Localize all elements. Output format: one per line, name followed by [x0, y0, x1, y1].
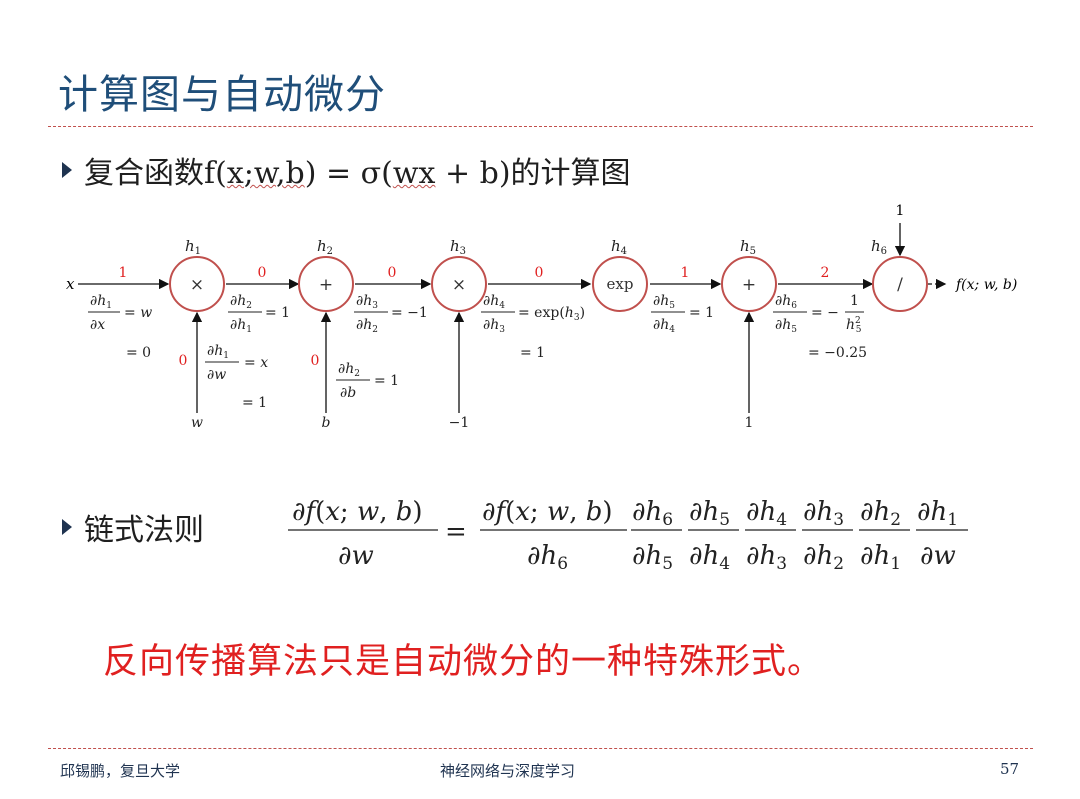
node-h6 — [872, 256, 928, 312]
bullet-triangle-icon — [62, 519, 72, 535]
svg-text:= −: = − — [811, 305, 839, 321]
node-h4 — [592, 256, 648, 312]
svg-text:∂w: ∂w — [338, 541, 374, 571]
svg-text:∂h2: ∂h2 — [860, 497, 901, 530]
svg-text:= exp(h3): = exp(h3) — [518, 305, 585, 323]
svg-text:∂h3: ∂h3 — [483, 317, 505, 335]
edge-value-1: 1 — [119, 265, 128, 281]
node-h3 — [431, 256, 487, 312]
svg-text:∂h4: ∂h4 — [653, 317, 675, 335]
svg-text:∂f(x; w, b): ∂f(x; w, b) — [292, 497, 423, 527]
svg-text:∂h5: ∂h5 — [775, 317, 797, 335]
svg-text:∂h5: ∂h5 — [653, 293, 675, 311]
value-dh6dh5: = −0.25 — [808, 345, 867, 361]
node-h6-op: / — [897, 275, 903, 295]
svg-text:∂h2: ∂h2 — [356, 317, 378, 335]
svg-text:h25: h25 — [846, 316, 862, 335]
svg-text:∂h4: ∂h4 — [746, 497, 787, 530]
svg-text:= 1: = 1 — [689, 305, 714, 321]
footer-divider — [48, 748, 1033, 749]
svg-text:= 1: = 1 — [265, 305, 290, 321]
side-value-w: 0 — [179, 353, 188, 369]
svg-text:= w: = w — [124, 305, 152, 321]
svg-text:1: 1 — [850, 293, 859, 309]
svg-text:∂h6: ∂h6 — [775, 293, 797, 311]
computation-graph: × + × exp + / h1 h2 h3 h4 h5 h6 x f(x; w… — [66, 203, 1017, 431]
svg-text:∂b: ∂b — [340, 385, 356, 401]
svg-text:∂h3: ∂h3 — [803, 497, 844, 530]
output-label: f(x; w, b) — [955, 277, 1017, 293]
label-h4: h4 — [611, 237, 627, 257]
svg-text:∂h2: ∂h2 — [338, 361, 360, 379]
svg-text:∂h4: ∂h4 — [689, 541, 730, 574]
bottom-input-w: w — [191, 415, 203, 431]
node-h1-op: × — [190, 275, 204, 295]
svg-text:∂h1: ∂h1 — [207, 343, 229, 361]
svg-text:∂x: ∂x — [90, 317, 105, 333]
svg-text:∂h5: ∂h5 — [632, 541, 673, 574]
svg-text:∂w: ∂w — [920, 541, 956, 571]
footer-course: 神经网络与深度学习 — [440, 762, 576, 780]
node-h4-op: exp — [607, 275, 634, 293]
edge-value-3: 0 — [388, 265, 397, 281]
node-h1 — [169, 256, 225, 312]
node-h5-op: + — [742, 275, 756, 295]
chain-rule-label: 链式法则 — [84, 513, 204, 548]
svg-text:∂h4: ∂h4 — [483, 293, 505, 311]
svg-text:∂h1: ∂h1 — [860, 541, 901, 574]
chain-rule-formula: ∂f(x; w, b) ∂w = ∂f(x; w, b) ∂h6 ∂h6 ∂h5… — [288, 497, 968, 574]
title-divider — [48, 126, 1033, 127]
label-h5: h5 — [740, 237, 756, 257]
node-h2 — [298, 256, 354, 312]
input-x: x — [66, 275, 75, 293]
footer-page-number: 57 — [1000, 760, 1020, 778]
node-h5 — [721, 256, 777, 312]
svg-text:=: = — [445, 517, 467, 547]
svg-text:∂h2: ∂h2 — [803, 541, 844, 574]
footer-author: 邱锡鹏，复旦大学 — [60, 762, 181, 780]
svg-text:∂h1: ∂h1 — [917, 497, 958, 530]
bullet-computation-graph: 复合函数f(x;w,b) = σ(wx + b)的计算图 — [62, 148, 631, 192]
bullet-triangle-icon — [62, 162, 72, 178]
svg-text:= x: = x — [244, 355, 268, 371]
svg-text:∂h5: ∂h5 — [689, 497, 730, 530]
bottom-input-neg1: −1 — [449, 415, 470, 431]
bottom-input-b: b — [322, 415, 331, 431]
label-h3: h3 — [450, 237, 466, 257]
svg-text:= 1: = 1 — [374, 373, 399, 389]
backprop-note: 反向传播算法只是自动微分的一种特殊形式。 — [103, 642, 824, 682]
node-h2-op: + — [319, 275, 333, 295]
edge-value-4: 0 — [535, 265, 544, 281]
page-title: 计算图与自动微分 — [58, 72, 386, 118]
svg-text:∂h6: ∂h6 — [632, 497, 673, 530]
svg-text:∂w: ∂w — [207, 367, 226, 383]
svg-text:∂f(x; w, b): ∂f(x; w, b) — [482, 497, 613, 527]
edge-value-6: 2 — [821, 265, 830, 281]
value-dh4dh3: = 1 — [520, 345, 545, 361]
label-h1: h1 — [185, 237, 201, 257]
value-dh1dx: = 0 — [126, 345, 151, 361]
node-h3-op: × — [452, 275, 466, 295]
label-h6: h6 — [871, 237, 887, 257]
label-h2: h2 — [317, 237, 333, 257]
svg-text:∂h3: ∂h3 — [746, 541, 787, 574]
bullet-chain-rule: 链式法则 — [62, 505, 204, 549]
svg-text:∂h1: ∂h1 — [230, 317, 252, 335]
edge-value-5: 1 — [681, 265, 690, 281]
top-input: 1 — [896, 203, 905, 219]
bottom-input-one: 1 — [745, 415, 754, 431]
svg-text:∂h3: ∂h3 — [356, 293, 378, 311]
value-dh1dw: = 1 — [242, 395, 267, 411]
svg-text:∂h6: ∂h6 — [527, 541, 568, 574]
side-value-b: 0 — [311, 353, 320, 369]
svg-text:∂h2: ∂h2 — [230, 293, 252, 311]
svg-text:= −1: = −1 — [391, 305, 428, 321]
edge-value-2: 0 — [258, 265, 267, 281]
svg-text:∂h1: ∂h1 — [90, 293, 112, 311]
